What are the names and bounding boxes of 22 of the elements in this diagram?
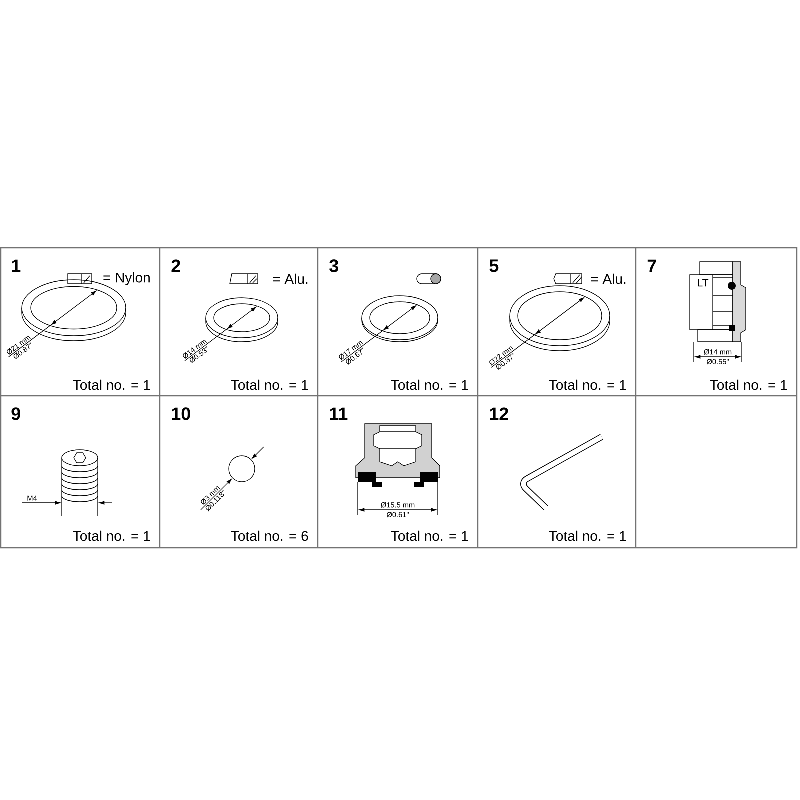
item-number: 5 xyxy=(490,260,499,272)
part-marking: LT xyxy=(698,279,709,287)
item-number: 11 xyxy=(330,408,348,420)
item-number: 3 xyxy=(330,260,338,272)
quantity-text: Total no. = 1 xyxy=(391,530,468,542)
material-label: = Nylon xyxy=(104,272,150,286)
quantity-text: Total no. = 1 xyxy=(73,380,150,390)
material-label: = Alu. xyxy=(591,274,626,284)
quantity-text: Total no. = 1 xyxy=(391,380,468,390)
quantity-text: Total no. = 1 xyxy=(710,380,788,390)
material-label: = Alu. xyxy=(273,274,308,284)
quantity-text: Total no. = 6 xyxy=(231,530,308,542)
item-number: 9 xyxy=(12,408,20,420)
quantity-text: Total no. = 1 xyxy=(549,530,626,542)
quantity-text: Total no. = 1 xyxy=(231,380,308,390)
quantity-text: Total no. = 1 xyxy=(549,380,626,390)
item-number: 1 xyxy=(12,260,21,272)
item-number: 7 xyxy=(648,260,656,272)
item-number: 10 xyxy=(172,408,190,420)
item-number: 2 xyxy=(172,260,180,272)
item-number: 12 xyxy=(490,408,508,420)
quantity-text: Total no. = 1 xyxy=(73,530,150,542)
